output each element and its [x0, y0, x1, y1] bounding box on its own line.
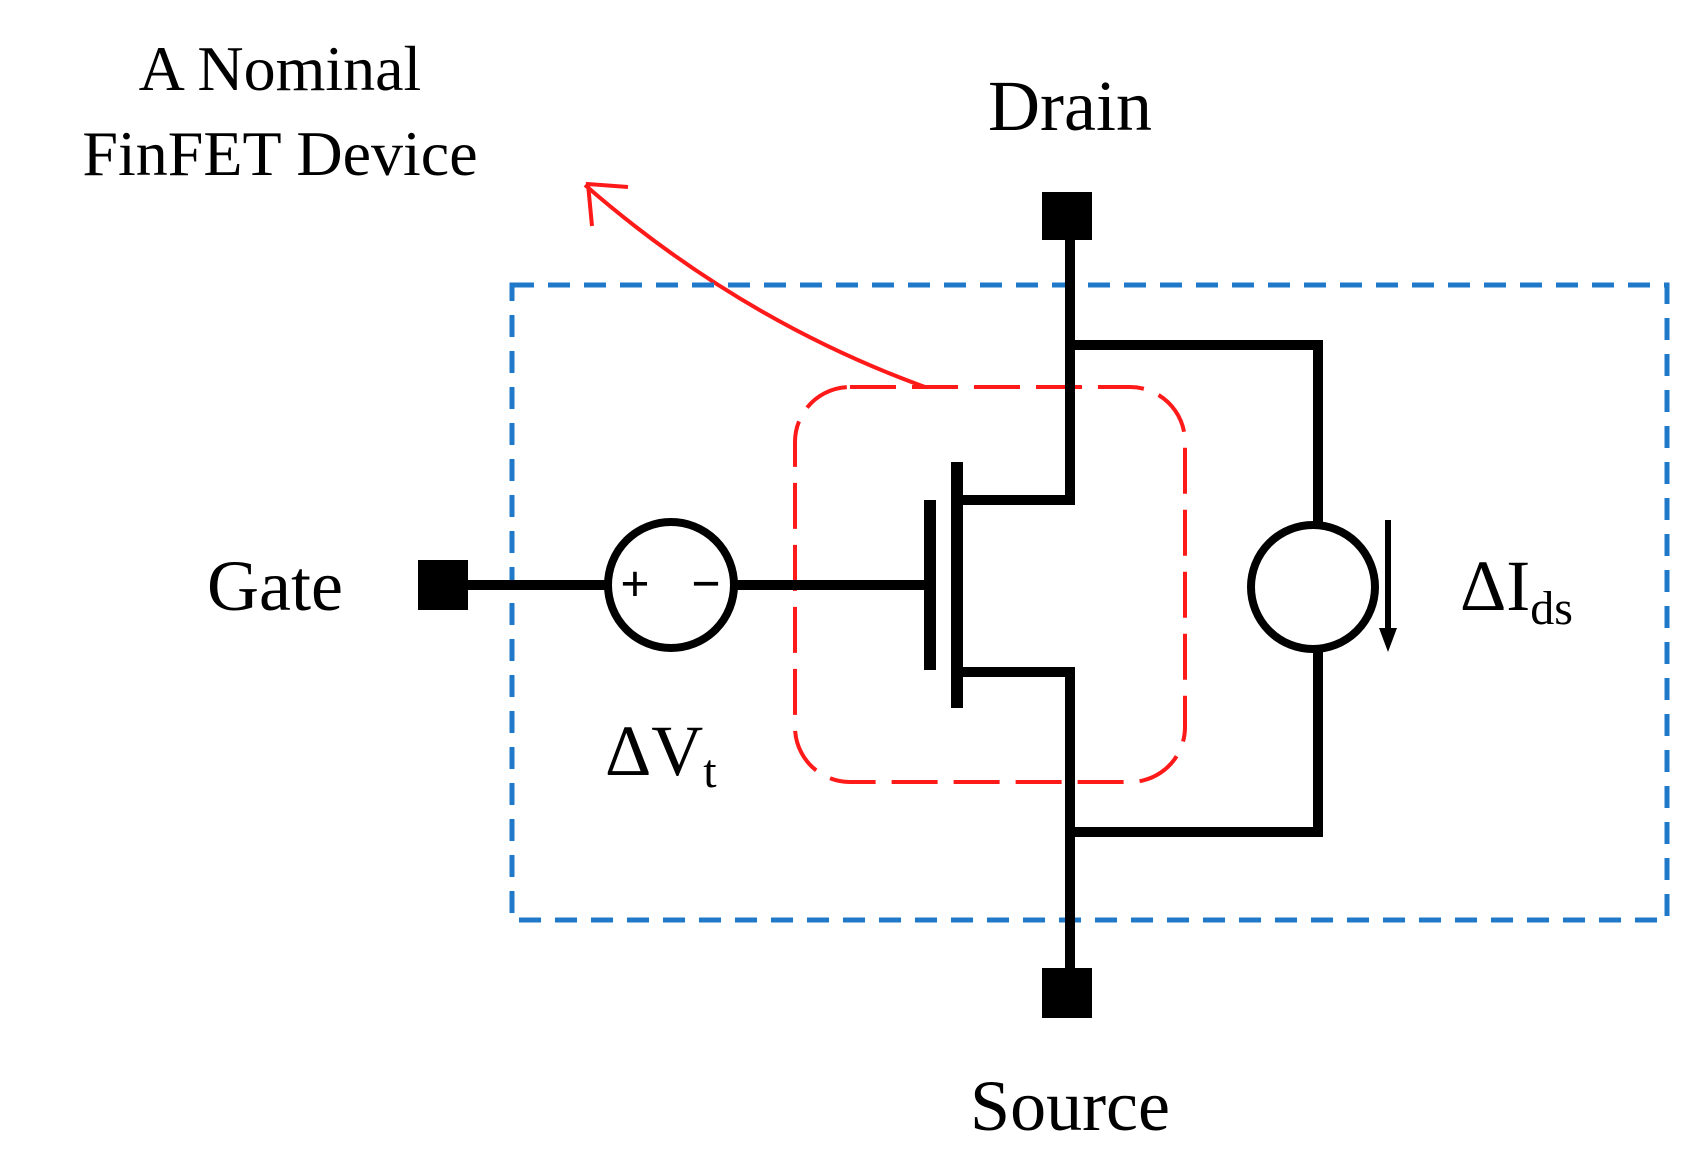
- drain-label: Drain: [988, 66, 1152, 146]
- voltage-source-symbol: ΔV: [605, 711, 703, 791]
- source-label: Source: [970, 1066, 1170, 1146]
- drain-terminal: [1042, 192, 1092, 240]
- annotation-arrow: [583, 181, 926, 389]
- voltage-source-minus: −: [691, 556, 721, 613]
- variation-model-outline: [509, 282, 1670, 923]
- annotation-line-1: A Nominal: [139, 33, 422, 104]
- voltage-source: + −: [604, 518, 738, 652]
- source-terminal: [1042, 968, 1092, 1018]
- current-source-symbol: ΔI: [1460, 546, 1530, 626]
- voltage-source-plus: +: [620, 556, 650, 613]
- current-source-branch: [1070, 340, 1379, 837]
- current-source-label: ΔIds: [1460, 546, 1573, 635]
- transistor-symbol: [924, 462, 1075, 708]
- voltage-source-label: ΔVt: [605, 711, 717, 798]
- voltage-source-subscript: t: [703, 745, 717, 798]
- annotation-line-2: FinFET Device: [82, 118, 477, 189]
- gate-terminal: [418, 560, 468, 610]
- current-direction-arrow: [1379, 520, 1397, 652]
- current-source: [1247, 521, 1379, 653]
- gate-label: Gate: [207, 546, 343, 626]
- current-source-subscript: ds: [1530, 582, 1573, 635]
